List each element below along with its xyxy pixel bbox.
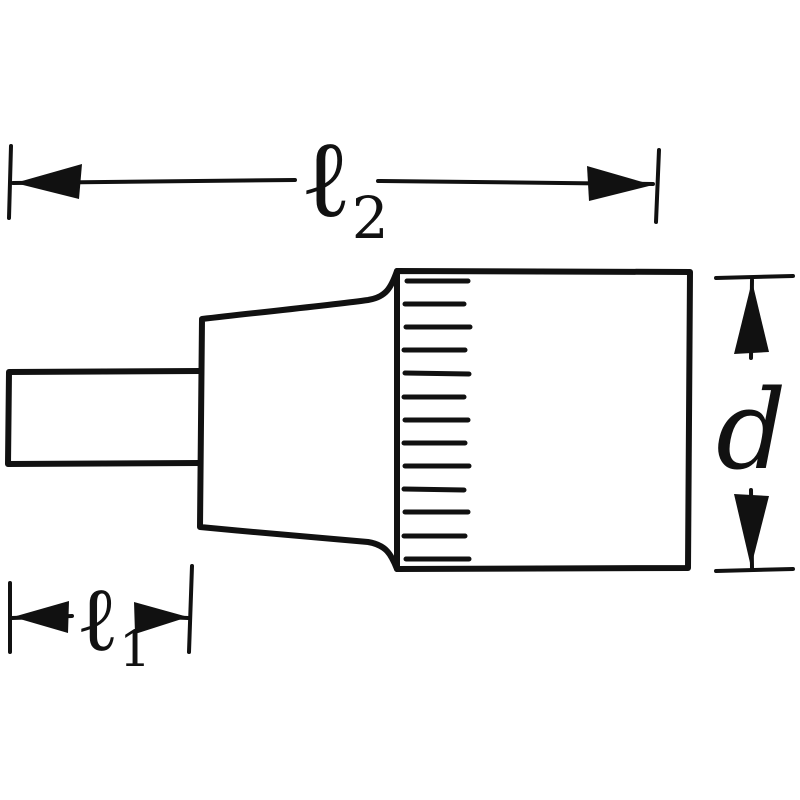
- l2-right-extension-tick: [654, 148, 661, 224]
- l1-label: ℓ1: [76, 567, 151, 678]
- l2-right-arrow: [587, 166, 653, 201]
- d-up-arrow: [734, 281, 769, 354]
- socket-body: [5, 268, 693, 572]
- body-outline: [394, 268, 693, 572]
- d-down-arrow: [734, 494, 769, 567]
- shank-outline: [5, 368, 203, 467]
- d-symbol: d: [716, 366, 786, 494]
- d-label: d: [716, 366, 786, 494]
- knurl-line: [402, 370, 472, 377]
- l2-label: ℓ2: [300, 117, 389, 252]
- l1-left-arrow: [13, 601, 69, 633]
- dimension-l1: ℓ1: [8, 564, 194, 678]
- dimension-d: d: [714, 274, 795, 573]
- l1-right-arrow: [134, 602, 188, 634]
- dimension-l2: ℓ2: [7, 117, 661, 252]
- collar-outline: [197, 268, 400, 572]
- d-bottom-extension-tick: [714, 567, 795, 573]
- l1-right-extension-tick: [187, 564, 194, 654]
- l1-symbol: ℓ: [76, 567, 119, 672]
- d-top-extension-tick: [714, 274, 795, 280]
- l1-subscript: 1: [119, 620, 151, 678]
- l2-symbol: ℓ: [300, 117, 352, 242]
- knurling: [401, 278, 473, 562]
- l2-left-arrow: [15, 164, 82, 199]
- l2-left-extension-tick: [7, 144, 13, 220]
- l2-subscript: 2: [352, 184, 389, 252]
- knurl-line: [401, 486, 467, 493]
